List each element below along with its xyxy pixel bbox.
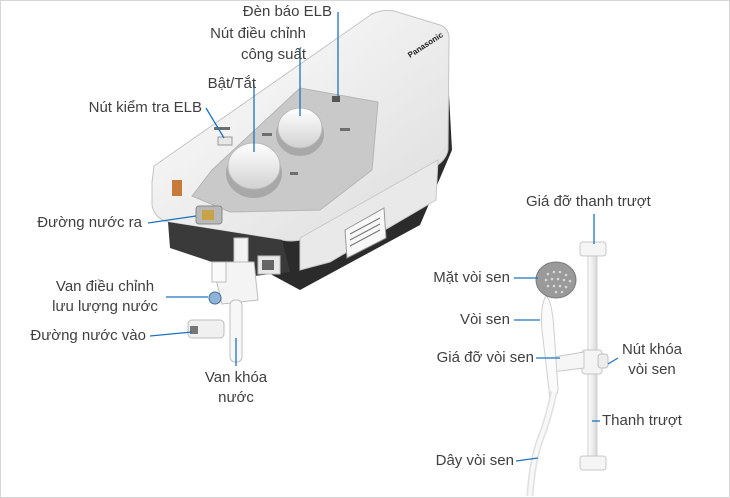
shower-face-holes xyxy=(544,270,572,294)
inlet-pipe-upper xyxy=(233,237,249,265)
label-shutoff-line1: Van khóa xyxy=(204,369,268,386)
outlet-brass-nut xyxy=(202,210,214,220)
leader-water-out xyxy=(147,215,197,224)
water-heater: Panasonic xyxy=(151,9,452,290)
label-hose: Dây vòi sen xyxy=(435,452,514,469)
label-on-off: Bật/Tắt xyxy=(207,75,256,92)
label-power-knob-line2: công suất xyxy=(240,46,306,63)
outlet-copper-pipe xyxy=(172,180,182,196)
elb-test-button[interactable] xyxy=(217,136,233,146)
label-rail-holder: Giá đỡ thanh trượt xyxy=(526,193,651,210)
sticker-text-lines xyxy=(349,217,381,247)
leader-elb-test xyxy=(205,107,225,139)
inlet-nut xyxy=(190,326,198,334)
label-elb-test: Nút kiểm tra ELB xyxy=(88,99,202,116)
shower-hose-highlight xyxy=(528,391,556,497)
slide-bar-bottom-bracket xyxy=(579,455,607,471)
label-shower-holder: Giá đỡ vòi sen xyxy=(436,349,534,366)
elb-lamp xyxy=(332,96,340,102)
label-flow-valve-line1: Van điều chỉnh xyxy=(55,278,155,295)
label-slide-bar: Thanh trượt xyxy=(602,412,682,429)
flow-valve-dial[interactable] xyxy=(208,291,222,305)
shower-set xyxy=(526,241,609,497)
label-flow-valve-line2: lưu lượng nước xyxy=(52,298,158,315)
leader-lock xyxy=(607,357,619,365)
label-lock-line2: vòi sen xyxy=(628,361,676,378)
leader-hose xyxy=(515,457,539,462)
valve-assembly xyxy=(187,237,281,363)
label-shower-face: Mặt vòi sen xyxy=(433,269,510,286)
leader-water-in xyxy=(149,331,193,337)
flow-valve-handle[interactable] xyxy=(211,261,227,283)
label-shutoff-line2: nước xyxy=(218,389,254,406)
label-elb-lamp: Đèn báo ELB xyxy=(242,3,332,20)
leader-lines xyxy=(147,12,619,462)
shower-handle[interactable] xyxy=(541,295,559,399)
label-water-out: Đường nước ra xyxy=(37,214,142,231)
elbow-nut xyxy=(262,260,274,270)
slide-bar-top-bracket xyxy=(579,241,607,257)
label-lock-line1: Nút khóa xyxy=(621,341,683,358)
lock-knob[interactable] xyxy=(597,353,609,369)
label-water-in: Đường nước vào xyxy=(30,327,146,344)
shower-face xyxy=(535,261,577,299)
label-power-knob-line1: Nút điều chỉnh xyxy=(210,25,306,42)
label-shower-head: Vòi sen xyxy=(459,311,510,328)
